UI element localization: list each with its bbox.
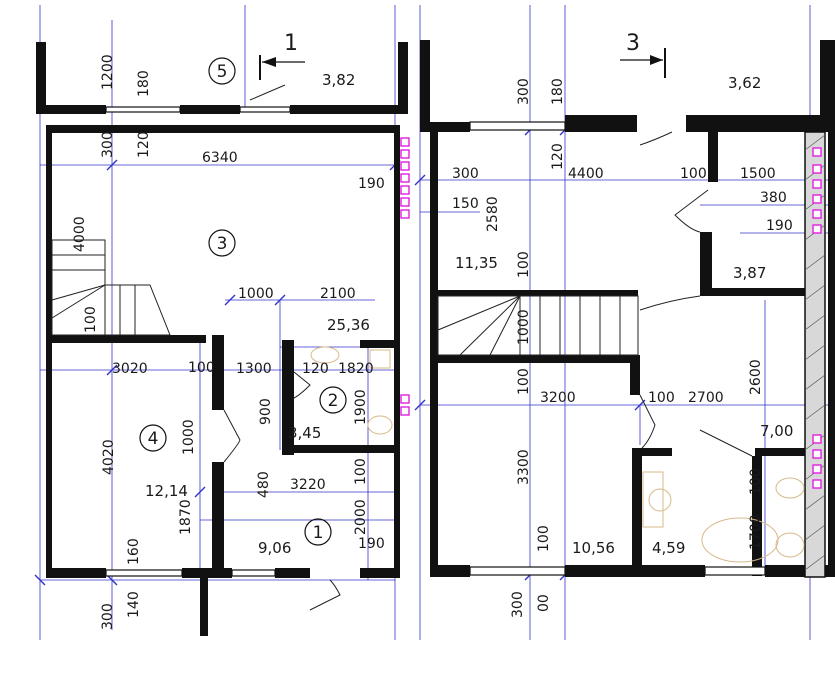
room-area: 9,06 xyxy=(258,539,291,557)
right-floor-plan: 3 3,62 11,35 3,87 7,00 10,56 4,59 300 18… xyxy=(414,5,835,640)
dim-label: 180 xyxy=(136,70,152,97)
room-area: 3,62 xyxy=(728,74,761,92)
room-area: 4,59 xyxy=(652,539,685,557)
dim-label: 1000 xyxy=(181,419,197,455)
right-windows xyxy=(469,121,766,576)
dim-label: 900 xyxy=(258,398,274,425)
dim-label: 140 xyxy=(126,591,142,618)
dim-label: 100 xyxy=(188,360,215,376)
left-room-markers: 5 3 2 4 1 xyxy=(139,57,347,546)
dim-label: 2700 xyxy=(688,390,724,406)
room-area: 11,35 xyxy=(455,254,498,272)
room-number-circle xyxy=(319,386,347,414)
dim-label: 300 xyxy=(452,166,479,182)
left-dimension-labels: 1200 180 300 120 6340 190 4000 100 1000 … xyxy=(72,54,385,630)
room-area: 7,00 xyxy=(760,422,793,440)
left-stairs xyxy=(51,239,171,336)
dim-label: 3200 xyxy=(540,390,576,406)
dim-label: 2580 xyxy=(485,196,501,232)
room-number: 5 xyxy=(217,62,228,82)
dim-label: 100 xyxy=(516,368,532,395)
dim-label: 3300 xyxy=(516,449,532,485)
dim-label: 190 xyxy=(358,536,385,552)
dim-label: 4020 xyxy=(101,439,117,475)
dim-label: 2600 xyxy=(748,359,764,395)
dim-label: 1000 xyxy=(516,309,532,345)
dim-label: 300 xyxy=(100,603,116,630)
left-doors xyxy=(223,84,341,611)
dim-label: 2000 xyxy=(353,499,369,535)
dim-label: 100 xyxy=(516,251,532,278)
right-stairs xyxy=(437,295,639,356)
left-floor-plan: 1 5 3 2 4 1 3,82 25,36 3,45 12,14 9,06 1… xyxy=(34,5,410,640)
room-number-circle xyxy=(208,229,236,257)
dim-label: 120 xyxy=(136,131,152,158)
dim-label: 120 xyxy=(302,361,329,377)
dim-label: 100 xyxy=(536,525,552,552)
room-area: 3,45 xyxy=(288,424,321,442)
dim-label: 00 xyxy=(536,594,552,612)
left-room-areas: 3,82 25,36 3,45 12,14 9,06 xyxy=(145,71,370,557)
room-area: 25,36 xyxy=(327,316,370,334)
dim-label: 300 xyxy=(100,131,116,158)
dim-label: 120 xyxy=(550,143,566,170)
right-room-areas: 3,62 11,35 3,87 7,00 10,56 4,59 xyxy=(455,74,793,557)
dim-label: 1000 xyxy=(238,286,274,302)
right-dimension-labels: 300 180 120 4400 100 1500 380 190 300 15… xyxy=(452,78,793,618)
dim-label: 380 xyxy=(760,190,787,206)
room-number-circle xyxy=(304,518,332,546)
dim-label: 1200 xyxy=(100,54,116,90)
left-fixtures xyxy=(310,346,393,435)
room-number: 2 xyxy=(328,391,339,411)
room-number: 1 xyxy=(313,523,324,543)
dim-label: 180 xyxy=(550,78,566,105)
dim-label: 1700 xyxy=(748,514,764,550)
dim-label: 300 xyxy=(516,78,532,105)
room-number: 4 xyxy=(148,429,159,449)
dim-label: 100 xyxy=(83,306,99,333)
left-section-label: 1 xyxy=(284,31,298,56)
left-section-mark: 1 xyxy=(259,31,305,80)
dim-label: 190 xyxy=(766,218,793,234)
room-area: 12,14 xyxy=(145,482,188,500)
dim-label: 480 xyxy=(256,471,272,498)
room-area: 3,87 xyxy=(733,264,766,282)
dim-label: 1500 xyxy=(740,166,776,182)
dim-label: 2100 xyxy=(320,286,356,302)
dim-label: 300 xyxy=(510,591,526,618)
room-area: 3,82 xyxy=(322,71,355,89)
dim-label: 100 xyxy=(648,390,675,406)
dim-label: 100 xyxy=(748,468,764,495)
dim-label: 3220 xyxy=(290,477,326,493)
dim-label: 150 xyxy=(452,196,479,212)
dim-label: 160 xyxy=(126,538,142,565)
dim-label: 6340 xyxy=(202,150,238,166)
dim-label: 1900 xyxy=(353,389,369,425)
room-number-circle xyxy=(208,57,236,85)
left-sockets xyxy=(400,137,410,416)
dim-label: 1820 xyxy=(338,361,374,377)
right-walls xyxy=(420,40,835,578)
dim-label: 4000 xyxy=(72,216,88,252)
dim-label: 3020 xyxy=(112,361,148,377)
dim-label: 4400 xyxy=(568,166,604,182)
right-section-label: 3 xyxy=(626,31,640,56)
room-number-circle xyxy=(139,424,167,452)
dim-label: 100 xyxy=(680,166,707,182)
room-number: 3 xyxy=(217,234,228,254)
right-doors xyxy=(639,131,753,457)
left-walls xyxy=(36,42,408,636)
right-sockets xyxy=(812,147,822,489)
dim-label: 1300 xyxy=(236,361,272,377)
dim-label: 190 xyxy=(358,176,385,192)
dim-label: 100 xyxy=(353,458,369,485)
left-windows xyxy=(105,106,291,577)
right-section-mark: 3 xyxy=(620,31,666,78)
right-fixtures xyxy=(642,471,805,563)
dim-label: 1870 xyxy=(178,499,194,535)
right-dimension-lines xyxy=(414,5,835,640)
room-area: 10,56 xyxy=(572,539,615,557)
